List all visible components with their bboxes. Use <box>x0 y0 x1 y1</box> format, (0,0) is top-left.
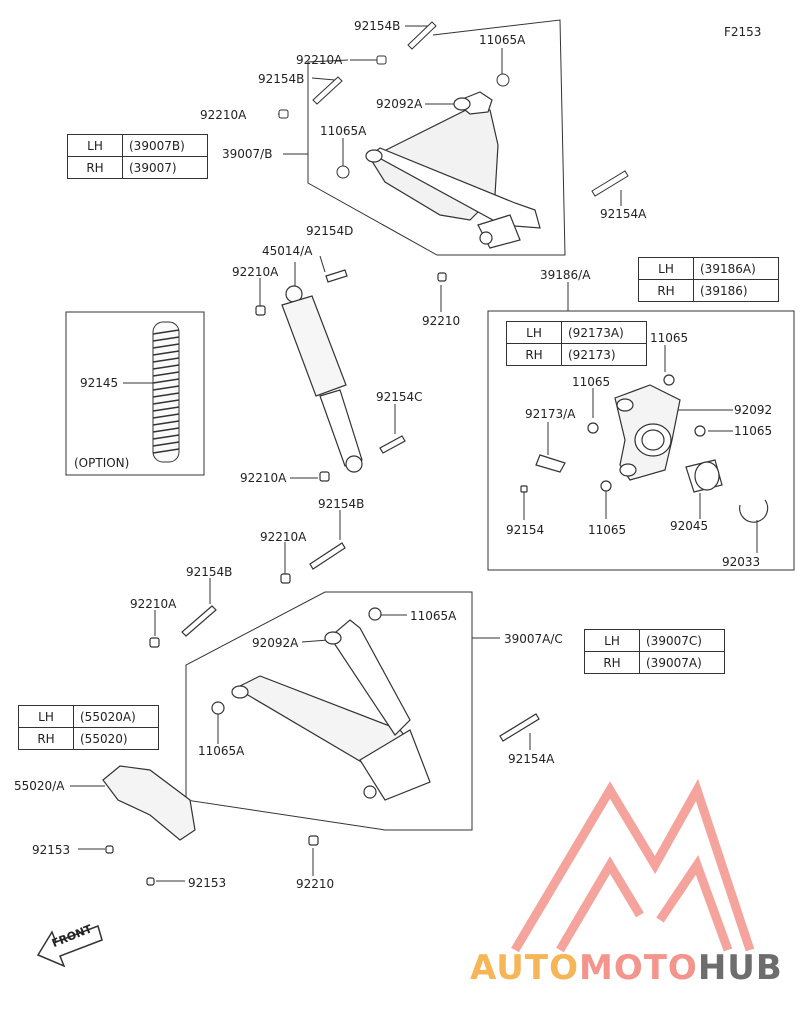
part-label: 11065 <box>650 331 689 345</box>
lower-a-arm <box>149 542 540 846</box>
table-row: LH(39186A) <box>638 257 779 280</box>
part-label: 11065 <box>588 523 627 537</box>
knuckle-box <box>487 310 795 571</box>
part-label: 92210A <box>232 265 279 279</box>
part-label: 92033 <box>722 555 761 569</box>
part-label: 92154A <box>600 207 647 221</box>
part-label: 11065A <box>198 744 245 758</box>
figure-code: F2153 <box>724 25 762 39</box>
part-label: 92210A <box>260 530 307 544</box>
upper-arm-panel <box>307 19 566 256</box>
guard <box>102 765 196 886</box>
part-label: 92092A <box>376 97 423 111</box>
part-label: 11065 <box>734 424 773 438</box>
brand-part-auto: AUTO <box>470 948 579 988</box>
table-row: LH(55020A) <box>18 705 159 728</box>
part-label: 92154B <box>258 72 305 86</box>
watermark-brand: AUTOMOTOHUB <box>470 948 783 988</box>
brand-part-hub: HUB <box>697 948 783 988</box>
table-row: RH(39186) <box>638 279 779 302</box>
part-label: (OPTION) <box>74 456 130 470</box>
part-label: 39007A/C <box>504 632 563 646</box>
knuckle <box>520 374 769 523</box>
spring <box>152 321 180 463</box>
part-label: 92145 <box>80 376 119 390</box>
part-label: 11065 <box>572 375 611 389</box>
watermark-logo-icon <box>511 778 755 953</box>
part-label: 11065A <box>320 124 367 138</box>
part-label: 39007/B <box>222 147 273 161</box>
part-label: 92173/A <box>525 407 576 421</box>
part-label: 92153 <box>32 843 71 857</box>
part-label: 92154A <box>508 752 555 766</box>
part-label: 92154B <box>354 19 401 33</box>
lower-arm-panel <box>185 591 473 831</box>
table-row: LH(39007B) <box>67 134 208 157</box>
table-row: RH(39007A) <box>584 651 725 674</box>
variant-table-lower-arm: LH(39007C) RH(39007A) <box>584 629 725 674</box>
part-label: 11065A <box>410 609 457 623</box>
part-label: 92210 <box>296 877 335 891</box>
front-arrow-icon <box>36 925 103 968</box>
brand-part-moto: MOTO <box>578 948 698 988</box>
part-label: 92153 <box>188 876 227 890</box>
part-label: 92154B <box>318 497 365 511</box>
table-row: RH(92173) <box>506 343 647 366</box>
upper-hardware <box>278 21 629 197</box>
part-label: 92154 <box>506 523 545 537</box>
variant-table-guard: LH(55020A) RH(55020) <box>18 705 159 750</box>
part-label: 92045 <box>670 519 709 533</box>
part-label: 92154D <box>306 224 354 238</box>
table-row: LH(39007C) <box>584 629 725 652</box>
variant-table-knuckle: LH(39186A) RH(39186) <box>638 257 779 302</box>
shock-absorber <box>255 269 447 482</box>
part-label: 92210A <box>296 53 343 67</box>
part-label: 39186/A <box>540 268 591 282</box>
variant-table-upper-arm: LH(39007B) RH(39007) <box>67 134 208 179</box>
table-row: RH(39007) <box>67 156 208 179</box>
part-label: 92210A <box>240 471 287 485</box>
part-label: 92092 <box>734 403 773 417</box>
part-label: 92210 <box>422 314 461 328</box>
part-label: 92154C <box>376 390 423 404</box>
part-label: 92210A <box>130 597 177 611</box>
table-row: RH(55020) <box>18 727 159 750</box>
table-row: LH(92173A) <box>506 321 647 344</box>
spring-box <box>65 311 205 476</box>
variant-table-bracket: LH(92173A) RH(92173) <box>506 321 647 366</box>
upper-a-arm <box>365 91 541 249</box>
part-label: 55020/A <box>14 779 65 793</box>
part-label: 92154B <box>186 565 233 579</box>
part-label: 92210A <box>200 108 247 122</box>
part-label: 11065A <box>479 33 526 47</box>
part-label: 45014/A <box>262 244 313 258</box>
part-label: 92092A <box>252 636 299 650</box>
